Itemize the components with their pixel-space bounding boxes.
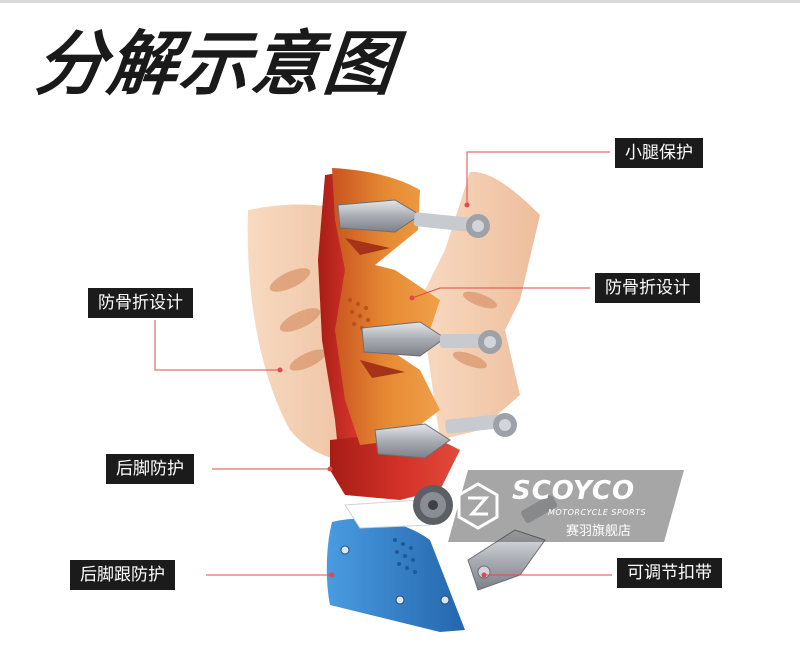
brand-name: SCOYCO — [512, 476, 636, 506]
leader-anti-fracture-left — [154, 320, 280, 371]
label-anti-fracture-left: 防骨折设计 — [88, 288, 193, 318]
buckle-2 — [361, 321, 502, 357]
heel-sole-rivets — [340, 545, 450, 605]
label-heel-back-guard: 后脚跟防护 — [70, 560, 175, 590]
ankle-pivot-disc — [413, 485, 453, 525]
brand-logo-icon — [457, 482, 499, 530]
leader-shin-guard — [466, 151, 610, 205]
inner-shell-red — [318, 172, 380, 480]
label-heel-guard: 后脚防护 — [106, 454, 194, 484]
brand-shop: 赛羽旗舰店 — [566, 524, 632, 539]
buckle-1 — [337, 199, 490, 238]
label-adjustable-strap: 可调节扣带 — [617, 558, 722, 588]
rear-shell-vents — [269, 268, 498, 371]
heel-sole-holes — [393, 538, 417, 574]
label-anti-fracture-right: 防骨折设计 — [595, 273, 700, 303]
top-divider — [0, 0, 800, 3]
shin-plate-accent — [345, 238, 390, 255]
label-shin-guard: 小腿保护 — [615, 138, 703, 168]
shin-plate-orange — [332, 168, 440, 445]
heel-sole-blue — [326, 518, 465, 632]
brand-tagline: MOTORCYCLE SPORTS — [548, 508, 647, 517]
leader-dots — [277, 202, 487, 578]
brand-watermark: SCOYCO MOTORCYCLE SPORTS 赛羽旗舰店 — [448, 470, 684, 542]
leader-lines — [154, 151, 612, 576]
buckle-3 — [374, 413, 517, 459]
shin-plate-accent-2 — [360, 360, 405, 378]
heel-sole-top — [344, 499, 431, 529]
leader-anti-fracture-right — [411, 287, 590, 299]
